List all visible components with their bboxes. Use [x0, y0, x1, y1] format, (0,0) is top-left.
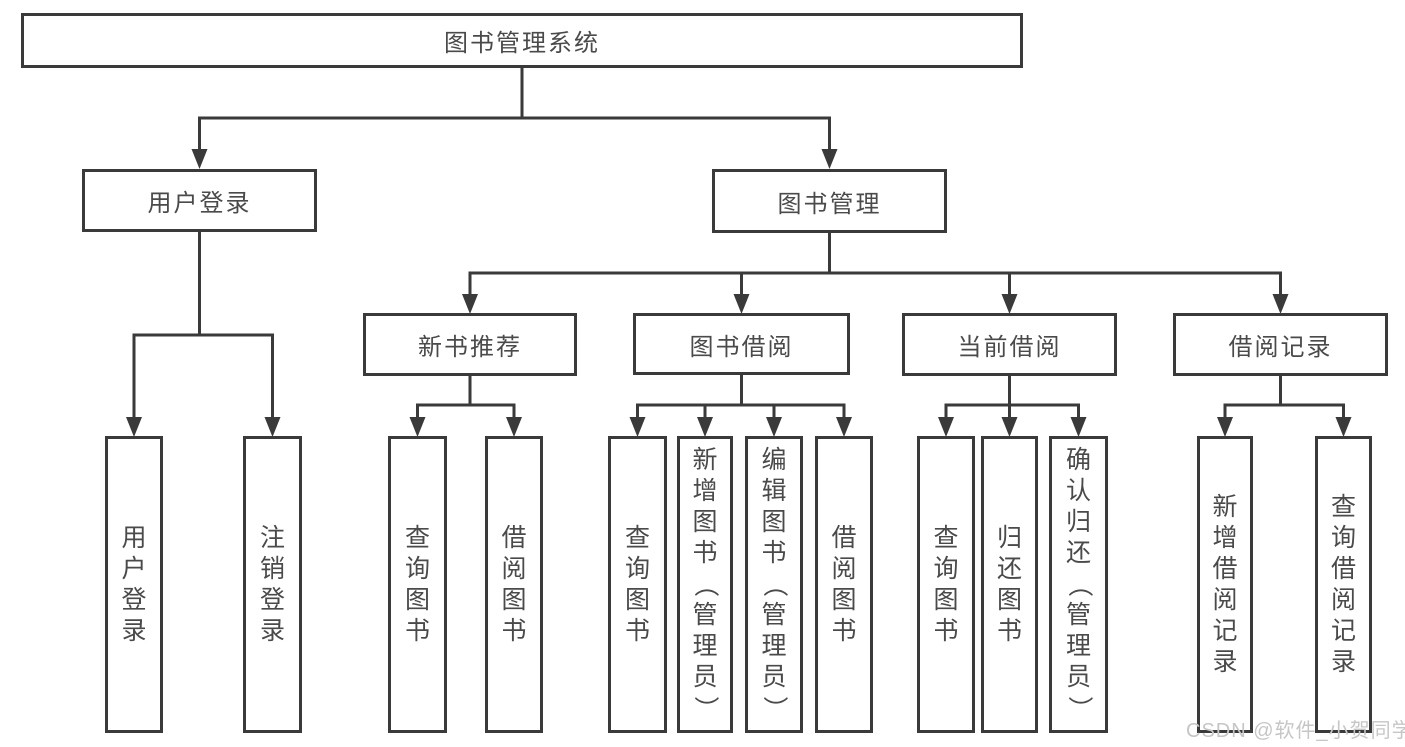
node-borrowing-records-label: 借阅记录: [1228, 334, 1333, 361]
node-library-management-system: 图书管理系统: [21, 13, 1023, 68]
leaf-edit-books-admin: 编辑图书（管理员）: [745, 436, 803, 733]
node-new-book-recommend-label: 新书推荐: [418, 334, 522, 361]
node-book-management-label: 图书管理: [777, 190, 882, 218]
watermark: CSDN @软件_小贺同学: [1186, 720, 1405, 742]
node-borrowing-records: 借阅记录: [1173, 313, 1388, 376]
node-new-book-recommend: 新书推荐: [363, 313, 577, 376]
node-library-management-system-label: 图书管理系统: [444, 30, 600, 57]
node-book-management: 图书管理: [712, 169, 947, 233]
leaf-query-books-borrowing: 查询图书: [608, 436, 667, 733]
node-user-login: 用户登录: [82, 169, 317, 232]
leaf-add-borrow-record: 新增借阅记录: [1197, 436, 1253, 733]
node-book-borrowing-label: 图书借阅: [689, 333, 794, 361]
leaf-user-login: 用户登录: [105, 436, 163, 733]
node-current-borrowing: 当前借阅: [902, 313, 1117, 376]
leaf-borrow-books-borrowing: 借阅图书: [815, 436, 873, 733]
leaf-return-books: 归还图书: [981, 436, 1038, 733]
node-book-borrowing: 图书借阅: [633, 313, 850, 375]
leaf-query-borrow-record: 查询借阅记录: [1315, 436, 1372, 733]
leaf-logout: 注销登录: [243, 436, 302, 733]
leaf-confirm-return-admin: 确认归还（管理员）: [1049, 436, 1108, 733]
leaf-borrow-books-newbook: 借阅图书: [485, 436, 543, 733]
leaf-query-books-current: 查询图书: [917, 436, 975, 733]
leaf-query-books-newbook: 查询图书: [388, 436, 447, 733]
node-user-login-label: 用户登录: [147, 190, 252, 217]
node-current-borrowing-label: 当前借阅: [957, 334, 1062, 361]
leaf-add-books-admin: 新增图书（管理员）: [677, 436, 733, 733]
